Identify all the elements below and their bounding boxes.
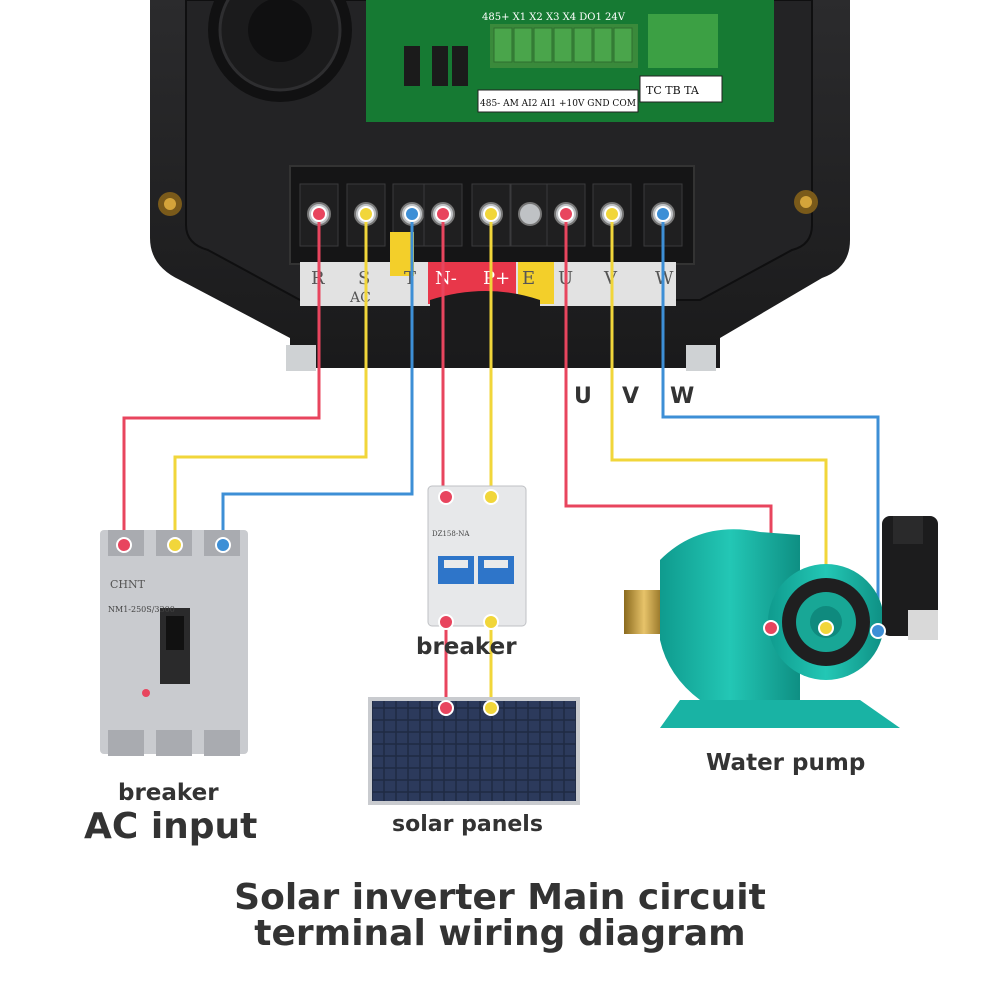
title-line-1: Solar inverter Main circuit bbox=[234, 877, 766, 918]
board-label-relay: TC TB TA bbox=[646, 84, 700, 97]
connection-dot bbox=[558, 206, 574, 222]
wire-v bbox=[610, 213, 828, 627]
connection-dot bbox=[435, 206, 451, 222]
wire-s bbox=[173, 213, 368, 541]
water-pump-icon bbox=[624, 516, 938, 728]
label-u: U bbox=[574, 384, 592, 409]
motor-terminal-labels: U V W bbox=[574, 384, 718, 409]
connection-dot bbox=[483, 206, 499, 222]
wire-t bbox=[221, 213, 414, 541]
connection-dot bbox=[311, 206, 327, 222]
connection-dot bbox=[438, 700, 454, 716]
wire-r bbox=[122, 213, 321, 541]
breaker-3p-brand: CHNT bbox=[110, 578, 146, 591]
label-breaker-ac: breaker bbox=[118, 780, 219, 806]
connection-dot bbox=[215, 537, 231, 553]
connection-dot bbox=[358, 206, 374, 222]
connection-dot bbox=[438, 614, 454, 630]
board-label-bottom: 485- AM AI2 AI1 +10V GND COM bbox=[480, 99, 636, 109]
connection-dot bbox=[604, 206, 620, 222]
solar-panel-icon bbox=[368, 697, 580, 805]
label-w: W bbox=[670, 384, 695, 409]
label-breaker-dc: breaker bbox=[416, 634, 517, 660]
connection-dot bbox=[483, 614, 499, 630]
connection-dots bbox=[116, 206, 886, 716]
wires bbox=[122, 213, 880, 706]
breaker-2p-model: DZ158-NA bbox=[432, 530, 470, 538]
breaker-2p-icon: DZ158-NA bbox=[427, 485, 527, 627]
terminal-label: T bbox=[404, 268, 416, 289]
connection-dot bbox=[116, 537, 132, 553]
label-solar-panels: solar panels bbox=[392, 812, 543, 837]
label-v: V bbox=[622, 384, 640, 409]
terminal-screw bbox=[518, 202, 542, 226]
title-line-2: terminal wiring diagram bbox=[254, 913, 746, 954]
connection-dot bbox=[763, 620, 779, 636]
label-ac-input: AC input bbox=[84, 806, 258, 847]
terminal-label-ac: AC bbox=[349, 290, 371, 306]
terminal-label: N- bbox=[435, 268, 457, 289]
terminal-label: S bbox=[358, 268, 370, 289]
terminal-label: P+ bbox=[483, 268, 510, 289]
connection-dot bbox=[655, 206, 671, 222]
control-board: 485+ X1 X2 X3 X4 DO1 24V 485- AM AI2 AI1… bbox=[366, 0, 774, 122]
breaker-3p-model: NM1-250S/3300 bbox=[108, 605, 175, 614]
diagram-title: Solar inverter Main circuit terminal wir… bbox=[0, 880, 1000, 952]
wire-w bbox=[661, 213, 880, 630]
connection-dot bbox=[483, 700, 499, 716]
connection-dot bbox=[870, 623, 886, 639]
label-water-pump: Water pump bbox=[706, 750, 866, 776]
connection-dot bbox=[167, 537, 183, 553]
connection-dot bbox=[404, 206, 420, 222]
connection-dot bbox=[483, 489, 499, 505]
terminal-label: E bbox=[522, 268, 535, 289]
board-label-top: 485+ X1 X2 X3 X4 DO1 24V bbox=[482, 12, 626, 23]
connection-dot bbox=[438, 489, 454, 505]
connection-dot bbox=[818, 620, 834, 636]
breaker-3p-icon: CHNT NM1-250S/3300 bbox=[100, 530, 248, 756]
